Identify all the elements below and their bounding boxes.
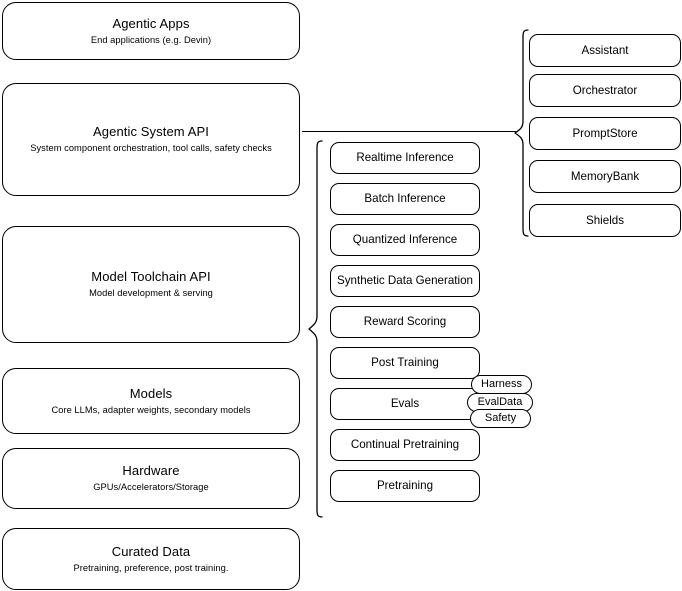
layer-title: Agentic System API (93, 124, 209, 139)
layer-subtitle: GPUs/Accelerators/Storage (93, 482, 209, 492)
system-pill-promptstore[interactable]: PromptStore (529, 117, 681, 150)
layer-title: Agentic Apps (112, 15, 190, 31)
layer-title: Model Toolchain API (91, 269, 211, 284)
layer-subtitle: Pretraining, preference, post training. (73, 562, 229, 573)
brace-model-toolchain (308, 140, 323, 518)
layer-box-model-toolchain-api[interactable]: Model Toolchain API Model development & … (2, 226, 300, 343)
layer-box-agentic-system-api[interactable]: Agentic System API System component orch… (2, 83, 300, 196)
toolchain-pill-realtime-inference[interactable]: Realtime Inference (330, 142, 480, 174)
connector-line-agentic-system-api (302, 131, 516, 133)
system-pill-memorybank[interactable]: MemoryBank (529, 160, 681, 193)
layer-subtitle: End applications (e.g. Devin) (90, 34, 212, 45)
toolchain-pill-batch-inference[interactable]: Batch Inference (330, 183, 480, 215)
toolchain-pill-pretraining[interactable]: Pretraining (330, 470, 480, 502)
evals-subpill-safety[interactable]: Safety (470, 409, 531, 428)
toolchain-pill-quantized-inference[interactable]: Quantized Inference (330, 224, 480, 256)
toolchain-pill-synthetic-data-generation[interactable]: Synthetic Data Generation (330, 265, 480, 297)
toolchain-pill-evals[interactable]: Evals (330, 388, 480, 420)
layer-box-models[interactable]: Models Core LLMs, adapter weights, secon… (2, 368, 300, 434)
layer-title: Models (129, 385, 173, 401)
toolchain-pill-continual-pretraining[interactable]: Continual Pretraining (330, 429, 480, 461)
system-pill-orchestrator[interactable]: Orchestrator (529, 74, 681, 107)
system-pill-shields[interactable]: Shields (529, 204, 681, 237)
layer-box-curated-data[interactable]: Curated Data Pretraining, preference, po… (2, 528, 300, 590)
evals-subpill-harness[interactable]: Harness (471, 375, 532, 394)
layer-title: Curated Data (111, 543, 191, 559)
layer-box-agentic-apps[interactable]: Agentic Apps End applications (e.g. Devi… (2, 2, 300, 60)
layer-subtitle: Model development & serving (89, 288, 213, 298)
system-pill-assistant[interactable]: Assistant (529, 34, 681, 67)
toolchain-pill-post-training[interactable]: Post Training (330, 347, 480, 379)
layer-box-hardware[interactable]: Hardware GPUs/Accelerators/Storage (2, 448, 300, 509)
brace-agentic-system-components (514, 29, 529, 237)
layer-subtitle: System component orchestration, tool cal… (30, 143, 272, 153)
toolchain-pill-reward-scoring[interactable]: Reward Scoring (330, 306, 480, 338)
layer-title: Hardware (122, 463, 180, 478)
layer-subtitle: Core LLMs, adapter weights, secondary mo… (51, 404, 251, 415)
